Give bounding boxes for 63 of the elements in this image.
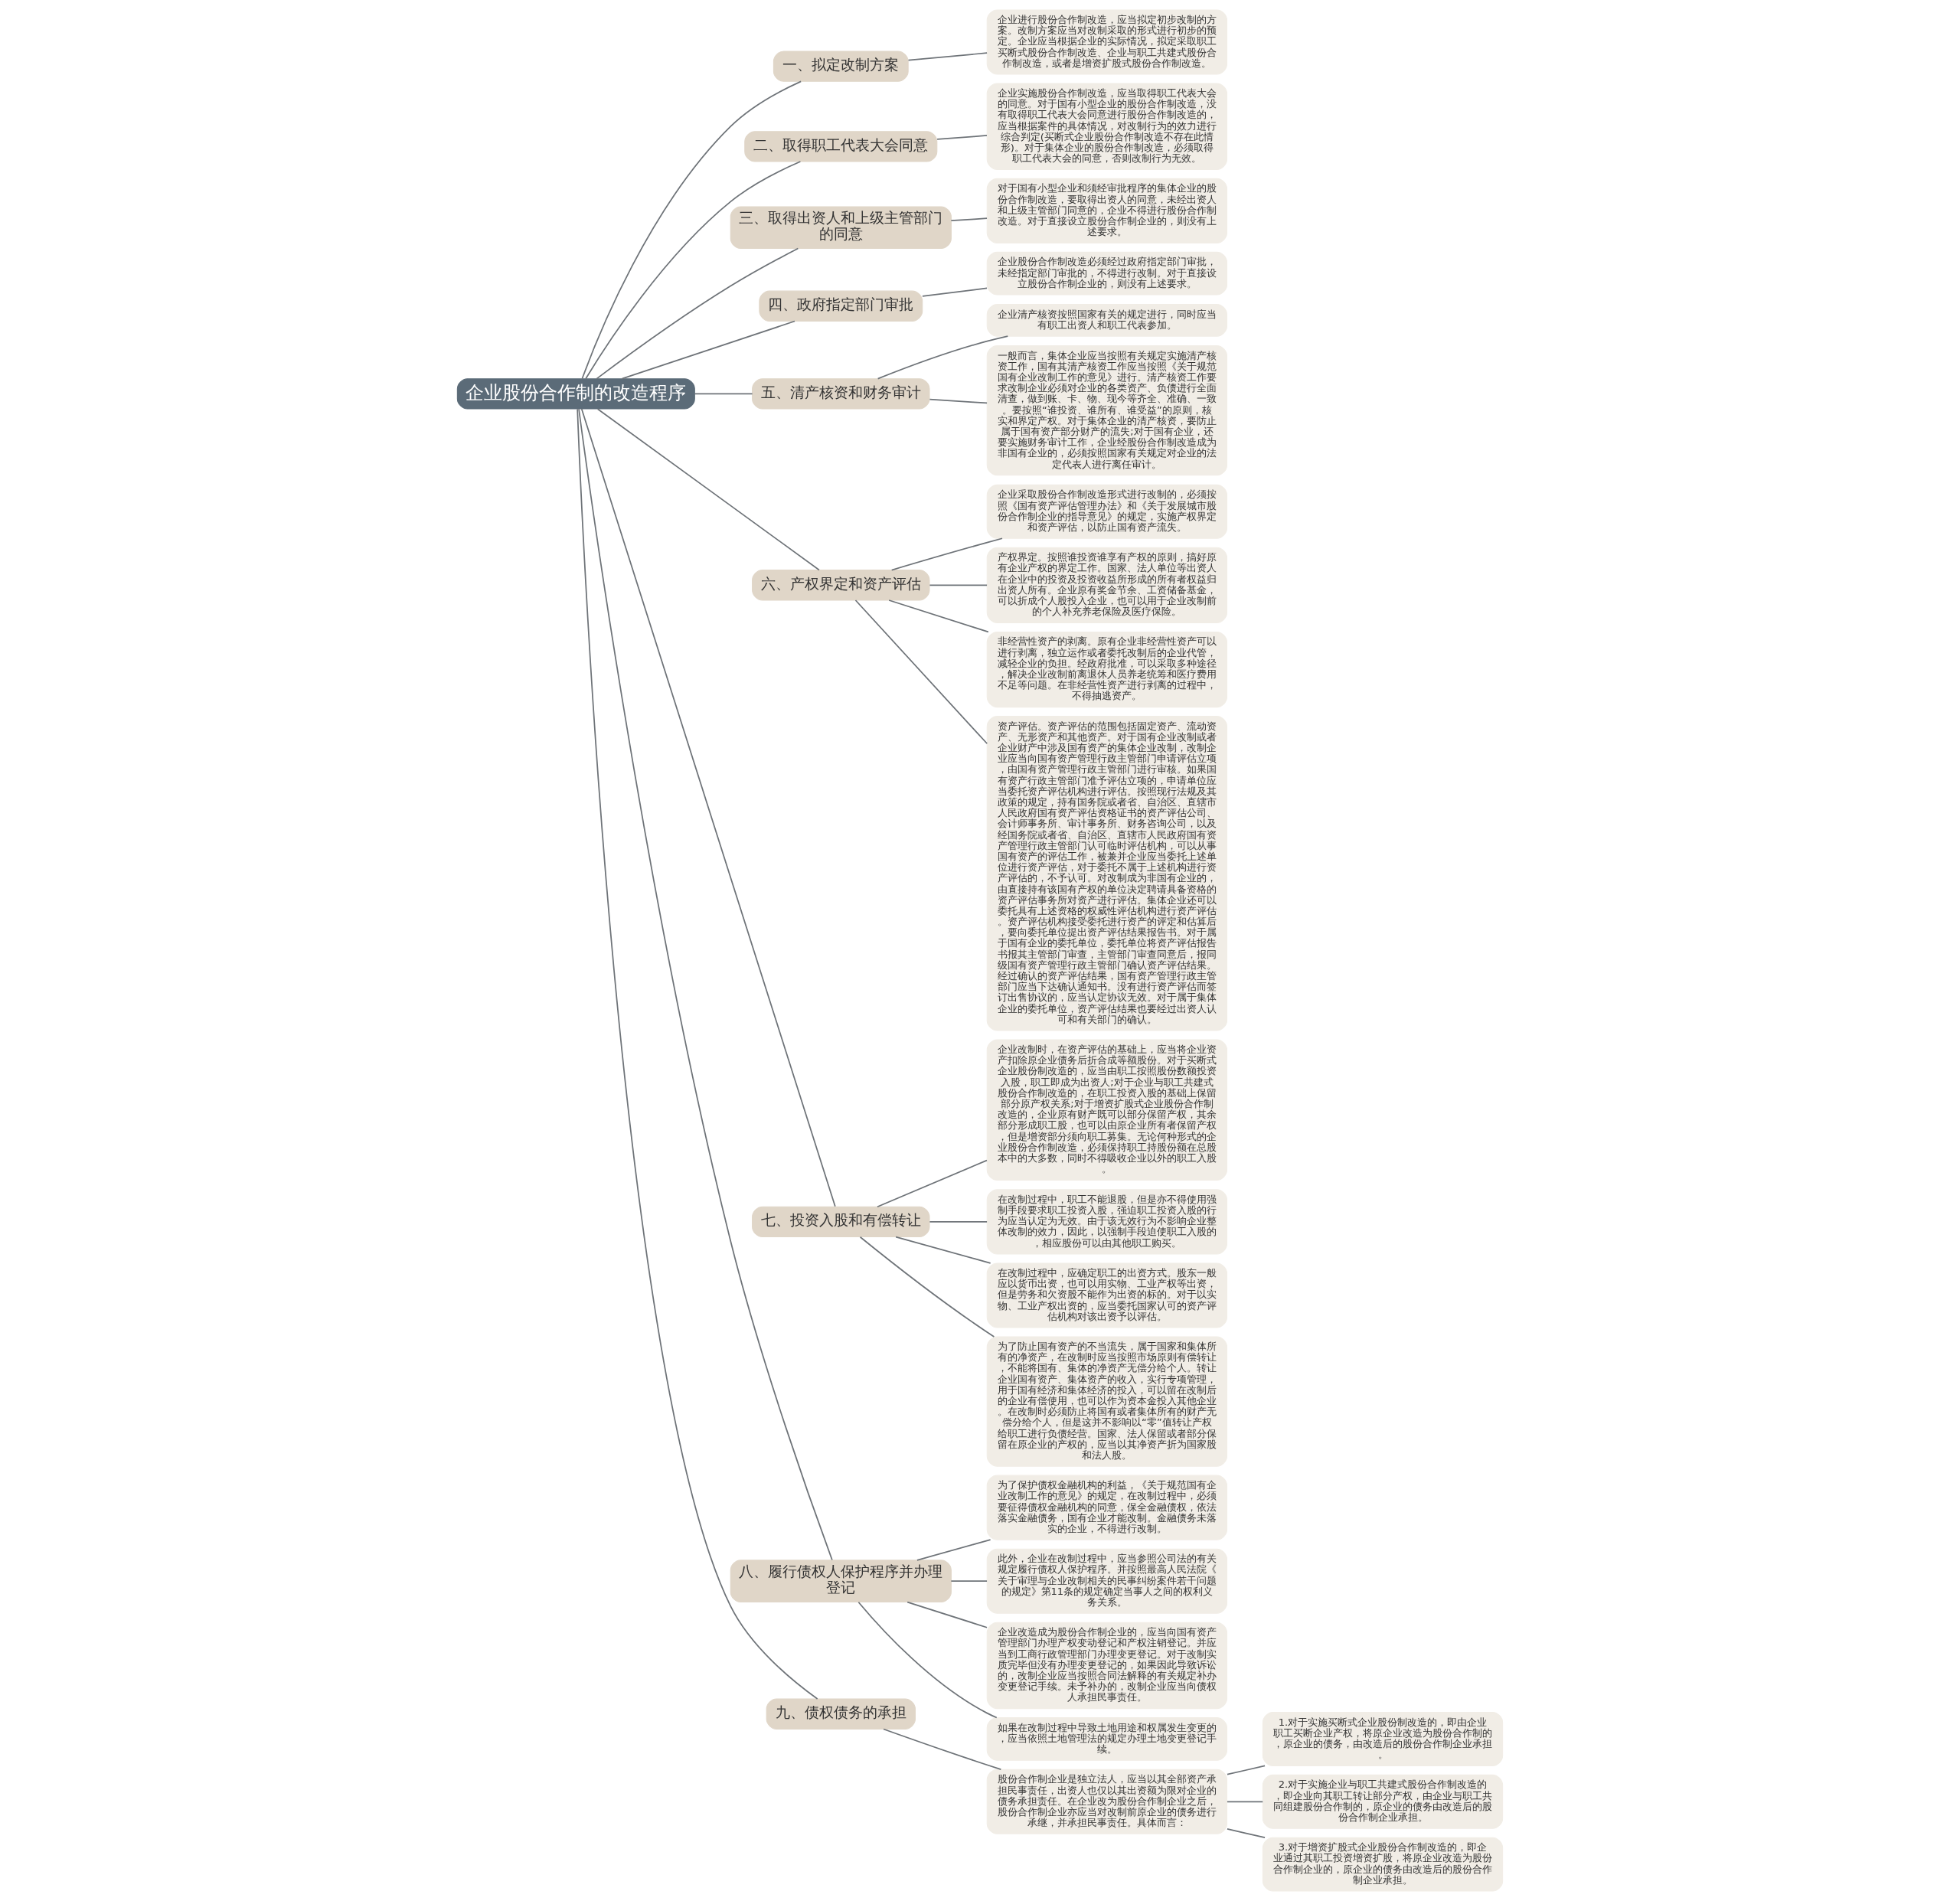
node-box: 八、履行债权人保护程序并办理登记: [730, 1560, 952, 1602]
connector: [858, 1601, 998, 1719]
node-box: 3.对于增资扩股式企业股份合作制改造的，即企业通过其职工投资增资扩股，将原企业改造为股份合作制企业的，原企业的债务由改造后的股份合作制企业承担。: [1262, 1837, 1504, 1892]
node-box: 企业股份合作制的改造程序: [456, 378, 695, 410]
connector: [929, 398, 988, 404]
connector: [585, 161, 802, 380]
connector: [922, 287, 988, 297]
connector: [877, 335, 1009, 380]
connector: [577, 408, 818, 1700]
connector: [916, 1539, 991, 1561]
connector: [929, 584, 988, 586]
connector: [621, 320, 795, 380]
node-box: 在改制过程中，职工不能退股，但是亦不得使用强制手段要求职工投资入股，强迫职工投资入股的行为应当认定为无效。由于该无效行为不影响企业整体改制的效力，因此，以强制手段迫使职工入股的，相应股份可以由其他职工购买。: [986, 1189, 1228, 1255]
connector: [596, 408, 820, 571]
node-box: 企业采取股份合作制改造形式进行改制的，必须按照《国有资产评估管理办法》和《关于发展城市股份合作制企业的指导意见》的规定，实施产权界定和资产评估，以防止国有资产流失。: [986, 484, 1228, 539]
node-box: 三、取得出资人和上级主管部门的同意: [730, 206, 952, 250]
connector: [596, 247, 799, 380]
connector: [1227, 1801, 1264, 1803]
connector: [895, 1236, 991, 1264]
node-box: 企业清产核资按照国家有关的规定进行，同时应当有职工出资人和职工代表参加。: [986, 304, 1228, 337]
connector: [883, 1728, 1002, 1771]
node-box: 六、产权界定和资产评估: [752, 570, 930, 601]
connector: [907, 52, 988, 61]
connector: [890, 537, 1003, 571]
node-box: 企业实施股份合作制改造，应当取得职工代表大会的同意。对于国有小型企业的股份合作制改造，没有取得职工代表大会同意进行股份合作制改造的，应当根据案件的具体情况，对改制行为的效力进行综合判定(买断式企业股份合作制改造不存在此情形)。对于集体企业的股份合作制改造，必须取得职工代表大会的同意，否则改制行为无效。: [986, 83, 1228, 170]
node-box: 七、投资入股和有偿转让: [752, 1206, 930, 1238]
connector: [950, 217, 988, 222]
node-box: 非经营性资产的剥离。原有企业非经营性资产可以进行剥离，独立运作或者委托改制后的企业代管，减轻企业的负担。经政府批准，可以采取多种途径，解决企业改制前离退休人员养老统筹和医疗费用不足等问题。在非经营性资产进行剥离的过程中，不得抽逃资产。: [986, 631, 1228, 708]
node-box: 一般而言，集体企业应当按照有关规定实施清产核资工作，国有其清产核资工作应当按照《关于规范国有企业改制工作的意见》进行。清产核资工作要求改制企业必须对企业的各类资产、负债进行全面清查，做到账、卡、物、现今等齐全、准确、一致。要按照“谁投资、谁所有、谁受益”的原则，核实和界定产权。对于集体企业的清产核资，要防止属于国有资产部分财产的流失;对于国有企业，还要实施财务审计工作，企业经股份合作制改造成为非国有企业的，必须按照国家有关规定对企业的法定代表人进行离任审计。: [986, 345, 1228, 476]
node-box: 一、拟定改制方案: [773, 51, 909, 82]
connector: [581, 80, 802, 380]
node-box: 产权界定。按照谁投资谁享有产权的原则，搞好原有企业产权的界定工作。国家、法人单位等出资人在企业中的投资及投资收益所形成的所有者权益归出资人所有。企业原有奖金节余、工资储备基金，可以折成个人股投入企业，也可以用于企业改制前的个人补充养老保险及医疗保险。: [986, 547, 1228, 623]
node-box: 为了防止国有资产的不当流失，属于国家和集体所有的净资产，在改制时应当按照市场原则有偿转让，不能将国有、集体的净资产无偿分给个人。转让企业国有资产、集体资产的收入，实行专项管理，用于国有经济和集体经济的投入，可以留在改制后的企业有偿使用，也可以作为资本金投入其他企业。在改制时必须防止将国有或者集体所有的财产无偿分给个人，但是这并不影响以“零”值转让产权给职工进行负债经营。国家、法人保留或者部分保留在原企业的产权的，应当以其净资产折为国家股和法人股。: [986, 1336, 1228, 1467]
node-box: 企业进行股份合作制改造，应当拟定初步改制的方案。改制方案应当对改制采取的形式进行初步的预定。企业应当根据企业的实际情况，拟定采取职工买断式股份合作制改造、企业与职工共建式股份合作制改造，或者是增资扩股式股份合作制改造。: [986, 9, 1228, 75]
node-box: 企业改制时，在资产评估的基础上，应当将企业资产扣除原企业债务后折合成等额股份。对于买断式企业股份制改造的，应当由职工按照股份数额投资入股，职工即成为出资人;对于企业与职工共建式股份合作制改造的，在职工投资入股的基础上保留部分原产权关系;对于增资扩股式企业股份合作制改造的，企业原有财产既可以部分保留产权，其余部分形成职工股，也可以由原企业所有者保留产权，但是增资部分须向职工募集。无论何种形式的企业股份合作制改造，必须保持职工持股份额在总股本中的大多数，同时不得吸收企业以外的职工入股。: [986, 1039, 1228, 1181]
node-box: 在改制过程中，应确定职工的出资方式。股东一般应以货币出资，也可以用实物、工业产权等出资，但是劳务和欠资股不能作为出资的标的。对于以实物、工业产权出资的，应当委托国家认可的资产评估机构对该出资予以评估。: [986, 1262, 1228, 1328]
connector: [929, 1221, 988, 1223]
node-box: 1.对于实施买断式企业股份制改造的，即由企业职工买断企业产权，将原企业改造为股份合作制的，原企业的债务，由改造后的股份合作制企业承担。: [1262, 1712, 1504, 1766]
connector: [1227, 1828, 1266, 1839]
connector: [888, 599, 989, 633]
node-box: 对于国有小型企业和须经审批程序的集体企业的股份合作制改造，要取得出资人的同意，未经出资人和上级主管部门同意的，企业不得进行股份合作制改造。对于直接设立股份合作制企业的，则没有上述要求。: [986, 178, 1228, 243]
node-box: 资产评估。资产评估的范围包括固定资产、流动资产、无形资产和其他资产。对于国有企业改制或者企业财产中涉及国有资产的集体企业改制，改制企业应当向国有资产管理行政主管部门申请评估立项，由国有资产管理行政主管部门进行审核。如果国有资产行政主管部门准予评估立项的，申请单位应当委托资产评估机构进行评估。按照现行法规及其政策的规定，持有国务院或者省、自治区、直辖市人民政府国有资产评估资格证书的资产评估公司、会计师事务所、审计事务所、财务咨询公司，以及经国务院或者省、自治区、直辖市人民政府国有资产管理行政主管部门认可临时评估机构，可以从事国有资产的评估工作，被兼并企业应当委托上述单位进行资产评估，对于委托不属于上述机构进行资产评估的，不予认可。对改制成为非国有企业的，由直接持有该国有产权的单位决定聘请具备资格的资产评估事务所对资产进行评估。集体企业还可以委托具有上述资格的权威性评估机构进行资产评估。资产评估机构接受委托进行资产的评定和估算后，要向委托单位提出资产评估结果报告书。对于属于国有企业的委托单位，委托单位将资产评估报告书报其主管部门审查，主管部门审查同意后，报同级国有资产管理行政主管部门确认资产评估结果。经过确认的资产评估结果，国有资产管理行政主管部门应当下达确认通知书。没有进行资产评估而签订出售协议的，应当认定协议无效。对于属于集体企业的委托单位，资产评估结果也要经过出资人认可和有关部门的确认。: [986, 716, 1228, 1031]
node-box: 九、债权债务的承担: [766, 1698, 916, 1730]
node-box: 股份合作制企业是独立法人，应当以其全部资产承担民事责任，出资人也仅以其出资额为限对企业的债务承担责任。在企业改为股份合作制企业之后，股份合作制企业亦应当对改制前原企业的债务进行承继，并承担民事责任。具体而言：: [986, 1769, 1228, 1834]
connector: [877, 1159, 988, 1208]
node-box: 企业改造成为股份合作制企业的，应当向国有资产管理部门办理产权变动登记和产权注销登记。并应当到工商行政管理部门办理变更登记。对于改制实质完毕但没有办理变更登记的，如果因此导致诉讼的，改制企业应当按照合同法解释的有关规定补办变更登记手续。未予补办的，改制企业应当向债权人承担民事责任。: [986, 1622, 1228, 1710]
connector: [854, 599, 988, 745]
node-box: 企业股份合作制改造必须经过政府指定部门审批，未经指定部门审批的，不得进行改制。对于直接设立股份合作制企业的，则没有上述要求。: [986, 251, 1228, 296]
node-box: 为了保护债权金融机构的利益，《关于规范国有企业改制工作的意见》的规定，在改制过程中，必须要征得债权金融机构的同意，保全金融债权，依法落实金融债务，国有企业才能改制。金融债务未落实的企业，不得进行改制。: [986, 1475, 1228, 1540]
connector: [1227, 1765, 1266, 1775]
node-box: 二、取得职工代表大会同意: [744, 131, 938, 162]
connector: [950, 1580, 988, 1583]
node-box: 五、清产核资和财务审计: [752, 378, 930, 410]
node-box: 此外，企业在改制过程中，应当参照公司法的有关规定履行债权人保护程序。并按照最高人民法院《关于审理与企业改制相关的民事纠纷案件若干问题的规定》第11条的规定确定当事人之间的权利义务关系。: [986, 1548, 1228, 1614]
connector: [694, 393, 753, 395]
connector: [906, 1601, 988, 1628]
connector: [580, 408, 836, 1207]
node-box: 如果在改制过程中导致土地用途和权属发生变更的，应当依照土地管理法的规定办理土地变更登记手续。: [986, 1717, 1228, 1761]
connector: [578, 408, 833, 1561]
node-box: 2.对于实施企业与职工共建式股份合作制改造的，即企业向其职工转让部分产权，由企业与职工共同组建股份合作制的，原企业的债务由改造后的股份合作制企业承担。: [1262, 1774, 1504, 1829]
connector: [936, 135, 988, 140]
node-box: 四、政府指定部门审批: [759, 290, 923, 322]
connector: [859, 1236, 995, 1338]
